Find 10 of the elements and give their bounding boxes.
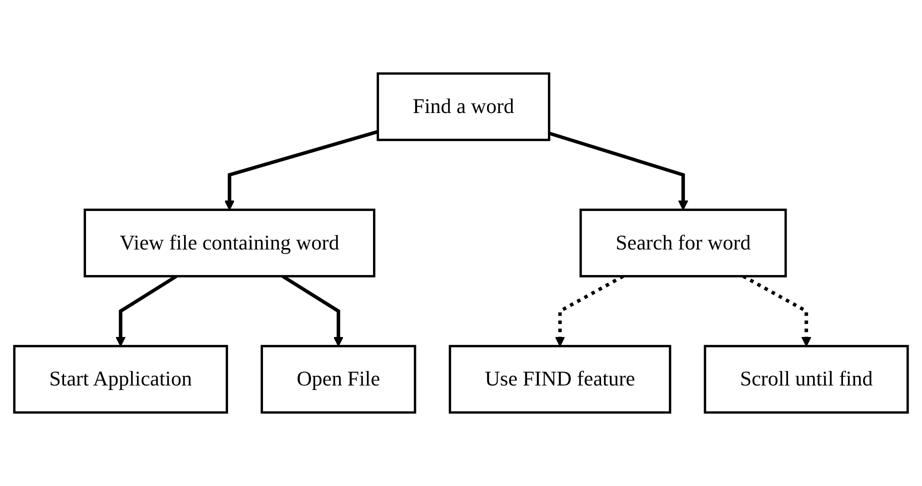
node-box: Start Application xyxy=(13,344,228,414)
node-box: Scroll until find xyxy=(704,344,909,414)
node-box: Open File xyxy=(260,344,416,414)
node-box: Search for word xyxy=(580,208,787,278)
node-box: Use FIND feature xyxy=(448,344,672,414)
arrow xyxy=(742,274,812,347)
arrow xyxy=(224,130,378,210)
arrow xyxy=(548,132,688,210)
node-box: View file containing word xyxy=(84,208,376,278)
node-box: Find a word xyxy=(376,72,550,142)
